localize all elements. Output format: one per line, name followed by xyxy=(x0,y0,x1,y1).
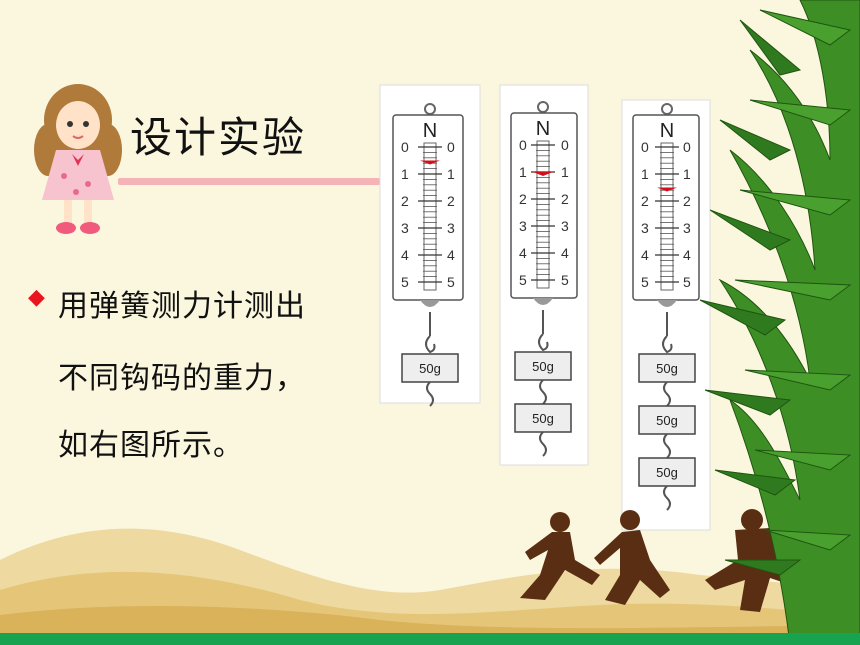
scale-tick-label-left: 2 xyxy=(401,193,409,209)
body-line-2: 不同钩码的重力， xyxy=(58,361,306,396)
weight-hook xyxy=(426,381,434,407)
weight-label: 50g xyxy=(532,359,554,374)
scale-tick-label-left: 5 xyxy=(641,274,649,290)
weight-block xyxy=(638,457,696,487)
scale-tick-label-right: 0 xyxy=(683,139,691,155)
scale-tube xyxy=(660,142,674,291)
scale-unit-label: N xyxy=(660,120,674,142)
scale-tick-label-right: 0 xyxy=(447,139,455,155)
weight-block xyxy=(514,403,572,433)
page-title: 设计实验 xyxy=(130,113,307,162)
scale-bottom-knob xyxy=(657,300,677,307)
scale-top-ring xyxy=(661,103,673,115)
scale-tick-label-right: 2 xyxy=(447,193,455,209)
scale-pointer xyxy=(533,172,553,176)
scale-tick-label-left: 0 xyxy=(401,139,409,155)
scale-bottom-knob xyxy=(533,298,553,305)
scale-top-ring xyxy=(537,101,549,113)
scale-unit-label: N xyxy=(536,118,550,140)
scale-pointer xyxy=(657,187,677,192)
weight-hook xyxy=(539,379,547,405)
scale-hook xyxy=(425,335,436,354)
weight-hook xyxy=(663,485,671,511)
weight-block xyxy=(638,353,696,383)
scale-tick-label-left: 1 xyxy=(401,166,409,182)
weight-hook xyxy=(539,431,547,457)
scale-tick-label-right: 0 xyxy=(561,137,569,153)
scale-top-ring xyxy=(424,103,436,115)
scale-tick-label-right: 1 xyxy=(561,164,569,180)
scale-tick-label-right: 3 xyxy=(561,218,569,234)
body-line-3: 如右图所示。 xyxy=(58,428,244,463)
scale-tick-label-right: 4 xyxy=(447,247,455,263)
scale-tick-label-left: 5 xyxy=(519,272,527,288)
scale-tick-label-left: 1 xyxy=(519,164,527,180)
scale-tick-label-left: 5 xyxy=(401,274,409,290)
scale-tube xyxy=(423,142,437,291)
scale-tick-label-right: 1 xyxy=(447,166,455,182)
title-underline xyxy=(118,178,380,185)
scale-tick-label-right: 1 xyxy=(683,166,691,182)
scale-tick-label-left: 3 xyxy=(401,220,409,236)
scale-tick-label-right: 2 xyxy=(561,191,569,207)
scale-tick-label-left: 0 xyxy=(641,139,649,155)
scale-hook xyxy=(662,335,673,354)
scale-tick-label-left: 4 xyxy=(519,245,527,261)
scale-tick-label-right: 5 xyxy=(447,274,455,290)
scale-tick-label-left: 3 xyxy=(519,218,527,234)
weight-label: 50g xyxy=(656,361,678,376)
scale-tick-label-left: 0 xyxy=(519,137,527,153)
weight-label: 50g xyxy=(532,411,554,426)
scale-bottom-knob xyxy=(420,300,440,307)
weight-label: 50g xyxy=(419,361,441,376)
girl-cartoon-icon xyxy=(34,84,122,234)
scale-tick-label-right: 3 xyxy=(683,220,691,236)
scale-tube xyxy=(536,140,550,289)
scale-tick-label-left: 4 xyxy=(401,247,409,263)
scale-tick-label-left: 1 xyxy=(641,166,649,182)
weight-hook xyxy=(663,381,671,407)
bottom-bar xyxy=(0,633,860,645)
diamond-bullet-icon: ◆ xyxy=(28,285,45,310)
scale-tick-label-right: 4 xyxy=(683,247,691,263)
scale-tick-label-left: 2 xyxy=(519,191,527,207)
scale-hook xyxy=(538,333,549,352)
scale-tick-label-left: 4 xyxy=(641,247,649,263)
body-line-1: 用弹簧测力计测出 xyxy=(58,289,306,324)
scale-unit-label: N xyxy=(423,120,437,142)
weight-hook xyxy=(663,433,671,459)
scale-tick-label-right: 3 xyxy=(447,220,455,236)
scale-tick-label-right: 5 xyxy=(561,272,569,288)
scale-tick-label-left: 2 xyxy=(641,193,649,209)
scale-pointer xyxy=(420,160,440,165)
scale-tick-label-right: 5 xyxy=(683,274,691,290)
scale-tick-label-right: 4 xyxy=(561,245,569,261)
weight-label: 50g xyxy=(656,465,678,480)
scale-tick-label-right: 2 xyxy=(683,193,691,209)
scale-tick-label-left: 3 xyxy=(641,220,649,236)
weight-label: 50g xyxy=(656,413,678,428)
